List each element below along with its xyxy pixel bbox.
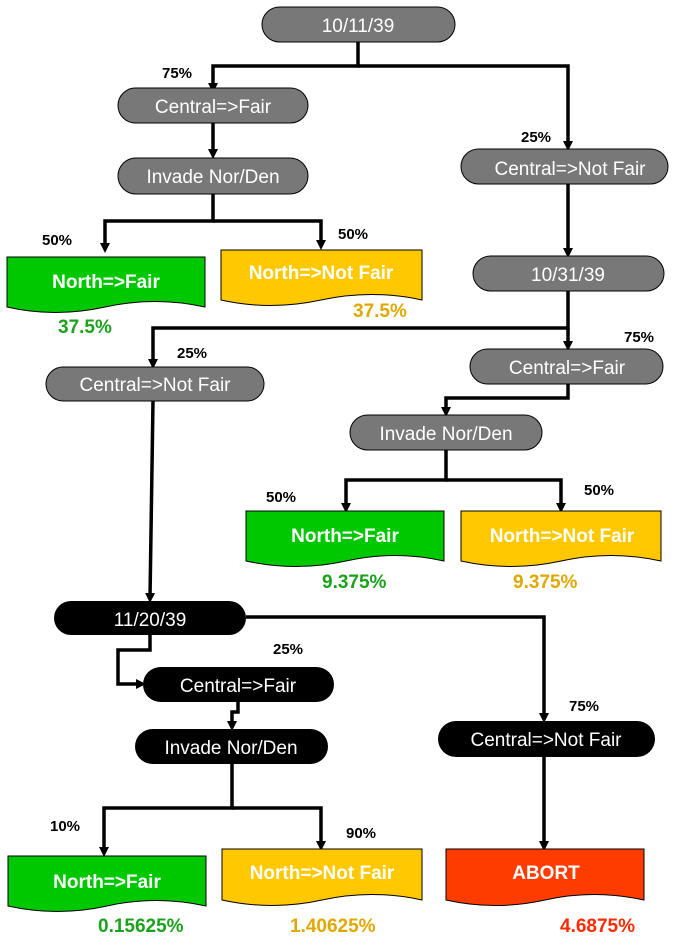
central-not-fair-node-1: Central=>Not Fair: [460, 148, 669, 185]
invade-node-1: Invade Nor/Den: [117, 157, 309, 195]
central-fair-label: Central=>Fair: [180, 676, 297, 697]
result-fair-1: 37.5%: [58, 317, 112, 338]
north-fair-doc-3: North=>Fair: [7, 855, 207, 912]
prob-central-not-fair-3: 75%: [569, 698, 599, 715]
central-fair-label: Central=>Fair: [155, 97, 272, 118]
edge-invade3-notfair: [232, 806, 326, 851]
north-not-fair-label: North=>Not Fair: [490, 526, 635, 547]
north-fair-label: North=>Fair: [52, 272, 160, 293]
edge-invade3-fair: [99, 764, 234, 857]
abort-label: ABORT: [512, 863, 580, 884]
result-fair-2: 9.375%: [322, 572, 387, 593]
edge-invade2-notfair: [446, 478, 566, 513]
result-abort-3: 4.6875%: [560, 916, 635, 937]
edge-cfair3-invade3: [227, 702, 240, 731]
result-not-fair-3: 1.40625%: [290, 916, 376, 937]
edge-invade1-fair: [100, 193, 215, 253]
north-fair-label: North=>Fair: [291, 526, 399, 547]
north-not-fair-label: North=>Not Fair: [249, 263, 394, 284]
date-node-10-11-39: 10/11/39: [261, 6, 456, 43]
date-label: 10/31/39: [531, 265, 605, 286]
prob-north-not-fair-1: 50%: [338, 226, 368, 243]
prob-north-fair-3: 10%: [50, 818, 80, 835]
edge-invade2-fair: [341, 450, 448, 513]
date-node-11-20-39: 11/20/39: [54, 601, 246, 635]
north-not-fair-doc-2: North=>Not Fair: [460, 510, 662, 567]
prob-central-not-fair-1: 25%: [521, 129, 551, 146]
edge-date2-cnotfair2: [148, 288, 570, 369]
central-fair-node-3: Central=>Fair: [143, 667, 334, 702]
central-not-fair-node-2: Central=>Not Fair: [45, 366, 265, 402]
prob-central-fair-1: 75%: [162, 65, 192, 82]
edge-cfair2-invade2: [441, 384, 570, 417]
prob-central-fair-3: 25%: [273, 641, 303, 658]
north-fair-doc-2: North=>Fair: [245, 510, 445, 567]
edge-invade1-notfair: [213, 219, 326, 250]
invade-label: Invade Nor/Den: [164, 738, 297, 759]
invade-node-3: Invade Nor/Den: [135, 729, 328, 764]
central-not-fair-label: Central=>Not Fair: [79, 375, 231, 396]
date-label: 11/20/39: [114, 610, 187, 631]
result-not-fair-2: 9.375%: [513, 572, 578, 593]
edges: [99, 40, 573, 857]
prob-north-fair-1: 50%: [42, 232, 72, 249]
edge-cnotfair2-date3: [145, 400, 156, 603]
north-not-fair-doc-3: North=>Not Fair: [221, 848, 423, 906]
edge-date3-cnotfair3: [246, 615, 549, 723]
date-label: 10/11/39: [322, 16, 395, 37]
north-fair-label: North=>Fair: [53, 872, 161, 893]
prob-north-not-fair-2: 50%: [584, 482, 614, 499]
edge-date1-split: [208, 40, 360, 93]
prob-central-fair-2: 75%: [624, 329, 654, 346]
prob-central-not-fair-2: 25%: [177, 345, 207, 362]
central-fair-node-1: Central=>Fair: [117, 87, 309, 124]
central-not-fair-label: Central=>Not Fair: [494, 159, 646, 180]
north-not-fair-label: North=>Not Fair: [250, 863, 395, 884]
prob-north-fair-2: 50%: [266, 489, 296, 506]
date-node-10-31-39: 10/31/39: [472, 255, 665, 292]
invade-node-2: Invade Nor/Den: [349, 414, 543, 451]
result-fair-3: 0.15625%: [98, 916, 184, 937]
central-fair-label: Central=>Fair: [509, 358, 626, 379]
result-not-fair-1: 37.5%: [353, 301, 407, 322]
edge-date1-notfair: [358, 64, 573, 151]
central-fair-node-2: Central=>Fair: [469, 348, 664, 385]
abort-doc: ABORT: [445, 848, 645, 906]
invade-label: Invade Nor/Den: [146, 167, 279, 188]
edge-date3-cfair3: [116, 635, 152, 689]
prob-north-not-fair-3: 90%: [346, 825, 376, 842]
invade-label: Invade Nor/Den: [379, 424, 512, 445]
north-not-fair-doc-1: North=>Not Fair: [220, 249, 423, 306]
central-not-fair-node-3: Central=>Not Fair: [438, 721, 655, 757]
central-not-fair-label: Central=>Not Fair: [470, 730, 622, 751]
north-fair-doc-1: North=>Fair: [6, 256, 206, 313]
